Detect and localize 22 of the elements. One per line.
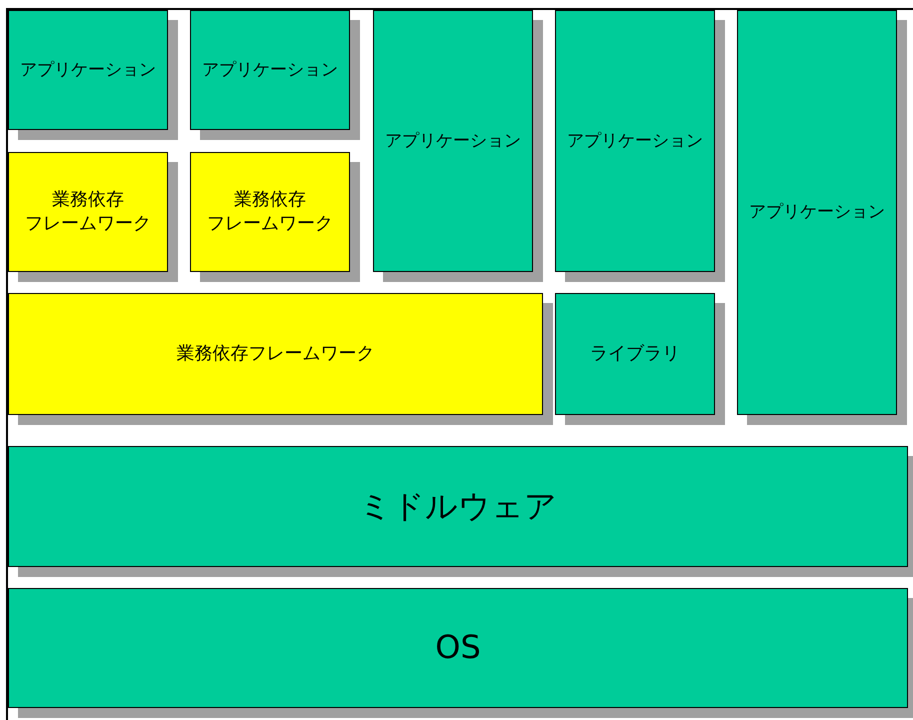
layer-block — [8, 10, 168, 130]
framework-block — [8, 293, 543, 415]
layer-block — [555, 10, 715, 272]
block-label: 業務依存フレームワーク — [24, 188, 152, 236]
block-label: アプリケーション — [20, 58, 156, 82]
framework-block — [8, 152, 168, 272]
block-label: 業務依存フレームワーク — [176, 342, 374, 366]
block-label: ライブラリ — [590, 342, 680, 366]
layer-block — [555, 293, 715, 415]
block-label: ミドルウェア — [359, 486, 557, 527]
layer-block — [8, 446, 908, 567]
block-label: アプリケーション — [567, 130, 703, 152]
block-label: OS — [435, 627, 481, 668]
block-label: アプリケーション — [385, 130, 521, 152]
layer-block — [737, 10, 897, 415]
block-label: アプリケーション — [749, 201, 885, 224]
block-label: 業務依存フレームワーク — [206, 188, 334, 236]
framework-block — [190, 152, 350, 272]
block-label: アプリケーション — [202, 58, 338, 82]
layer-block — [373, 10, 533, 272]
layer-block — [8, 588, 908, 708]
layer-block — [190, 10, 350, 130]
